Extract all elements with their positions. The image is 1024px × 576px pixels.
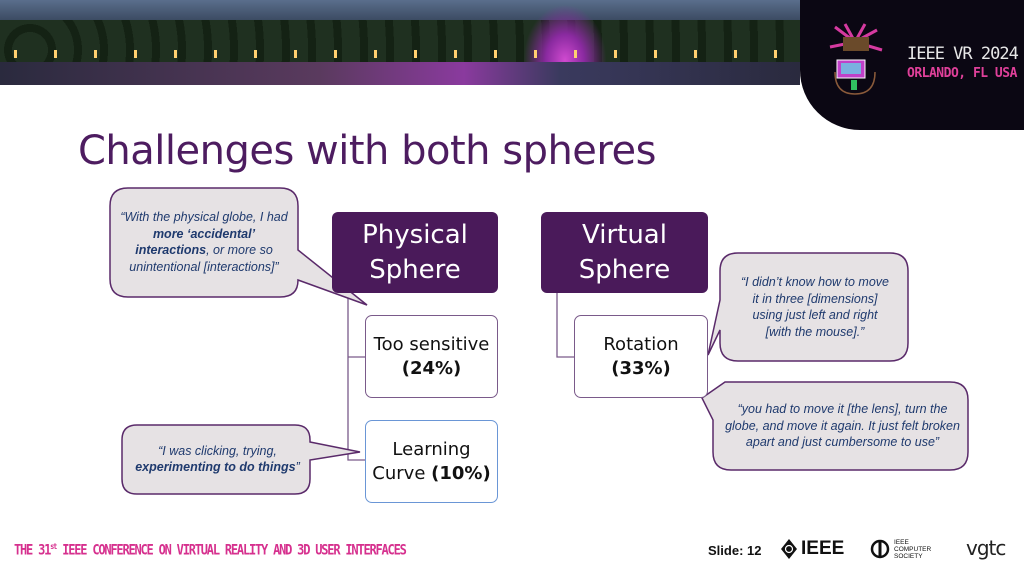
challenge-label: Rotation [603, 333, 679, 355]
quote-text: , or more so unintentional [interactions… [129, 243, 279, 274]
challenge-rotation: Rotation(33%) [574, 315, 708, 398]
footer-conference-title: THE 31st IEEE CONFERENCE ON VIRTUAL REAL… [14, 541, 407, 559]
quote-callout-2 [121, 424, 361, 495]
quote-physical-experimenting: “I was clicking, trying, experimenting t… [135, 428, 300, 490]
header-photo-orlando [0, 0, 800, 85]
footer-text-sup: st [50, 541, 57, 552]
ieee-logo: IEEE [780, 538, 844, 560]
footer-text-part: IEEE CONFERENCE ON VIRTUAL REALITY AND 3… [56, 541, 407, 559]
quote-emphasis: more ‘accidental’ interactions [135, 226, 256, 258]
ieeevr-logo-icon [829, 23, 883, 95]
conference-name: IEEE VR 2024 [907, 44, 1019, 64]
physical-connector [347, 293, 365, 461]
vgtc-logo: vgtc [966, 536, 1006, 560]
challenge-too-sensitive: Too sensitive(24%) [365, 315, 498, 398]
quote-virtual-cumbersome: “you had to move it [the lens], turn the… [725, 402, 960, 450]
cs-logo-text: IEEE [894, 538, 909, 546]
cs-logo-text: SOCIETY [894, 552, 923, 560]
conference-location: ORLANDO, FL USA [907, 66, 1017, 81]
quote-physical-accidental: “With the physical globe, I had more ‘ac… [118, 192, 290, 292]
quote-text: “With the physical globe, I had [120, 210, 288, 224]
challenge-learning-curve: Learning Curve (10%) [365, 420, 498, 503]
heading-line: Sphere [369, 254, 461, 285]
challenge-percent: (10%) [431, 462, 491, 484]
heading-line: Virtual [582, 219, 667, 250]
quote-text: “I was clicking, trying, [158, 443, 277, 458]
heading-line: Sphere [578, 254, 671, 285]
heading-line: Physical [362, 219, 468, 250]
quote-callout-3 [707, 252, 909, 362]
conference-brand-panel: IEEE VR 2024 ORLANDO, FL USA [800, 0, 1024, 130]
virtual-connector [556, 293, 574, 358]
challenge-label: Too sensitive [373, 333, 490, 355]
computer-society-icon [870, 539, 890, 559]
footer-text-part: THE 31 [14, 541, 51, 559]
quote-text: ” [295, 460, 300, 474]
challenge-label: Learning Curve [372, 438, 471, 484]
slide-title: Challenges with both spheres [78, 128, 656, 174]
challenge-percent: (24%) [401, 357, 462, 379]
quote-emphasis: experimenting to do things [135, 460, 296, 474]
slide-number: Slide: 12 [708, 543, 762, 558]
challenge-percent: (33%) [611, 357, 671, 379]
quote-callout-4 [701, 381, 969, 471]
cs-logo-text: COMPUTER [894, 545, 932, 553]
ieee-logo-text: IEEE [801, 538, 845, 559]
ieee-diamond-icon [781, 539, 797, 559]
quote-virtual-dimensions: “I didn’t know how to move it in three [… [741, 275, 889, 339]
quote-callout-1 [109, 187, 368, 306]
